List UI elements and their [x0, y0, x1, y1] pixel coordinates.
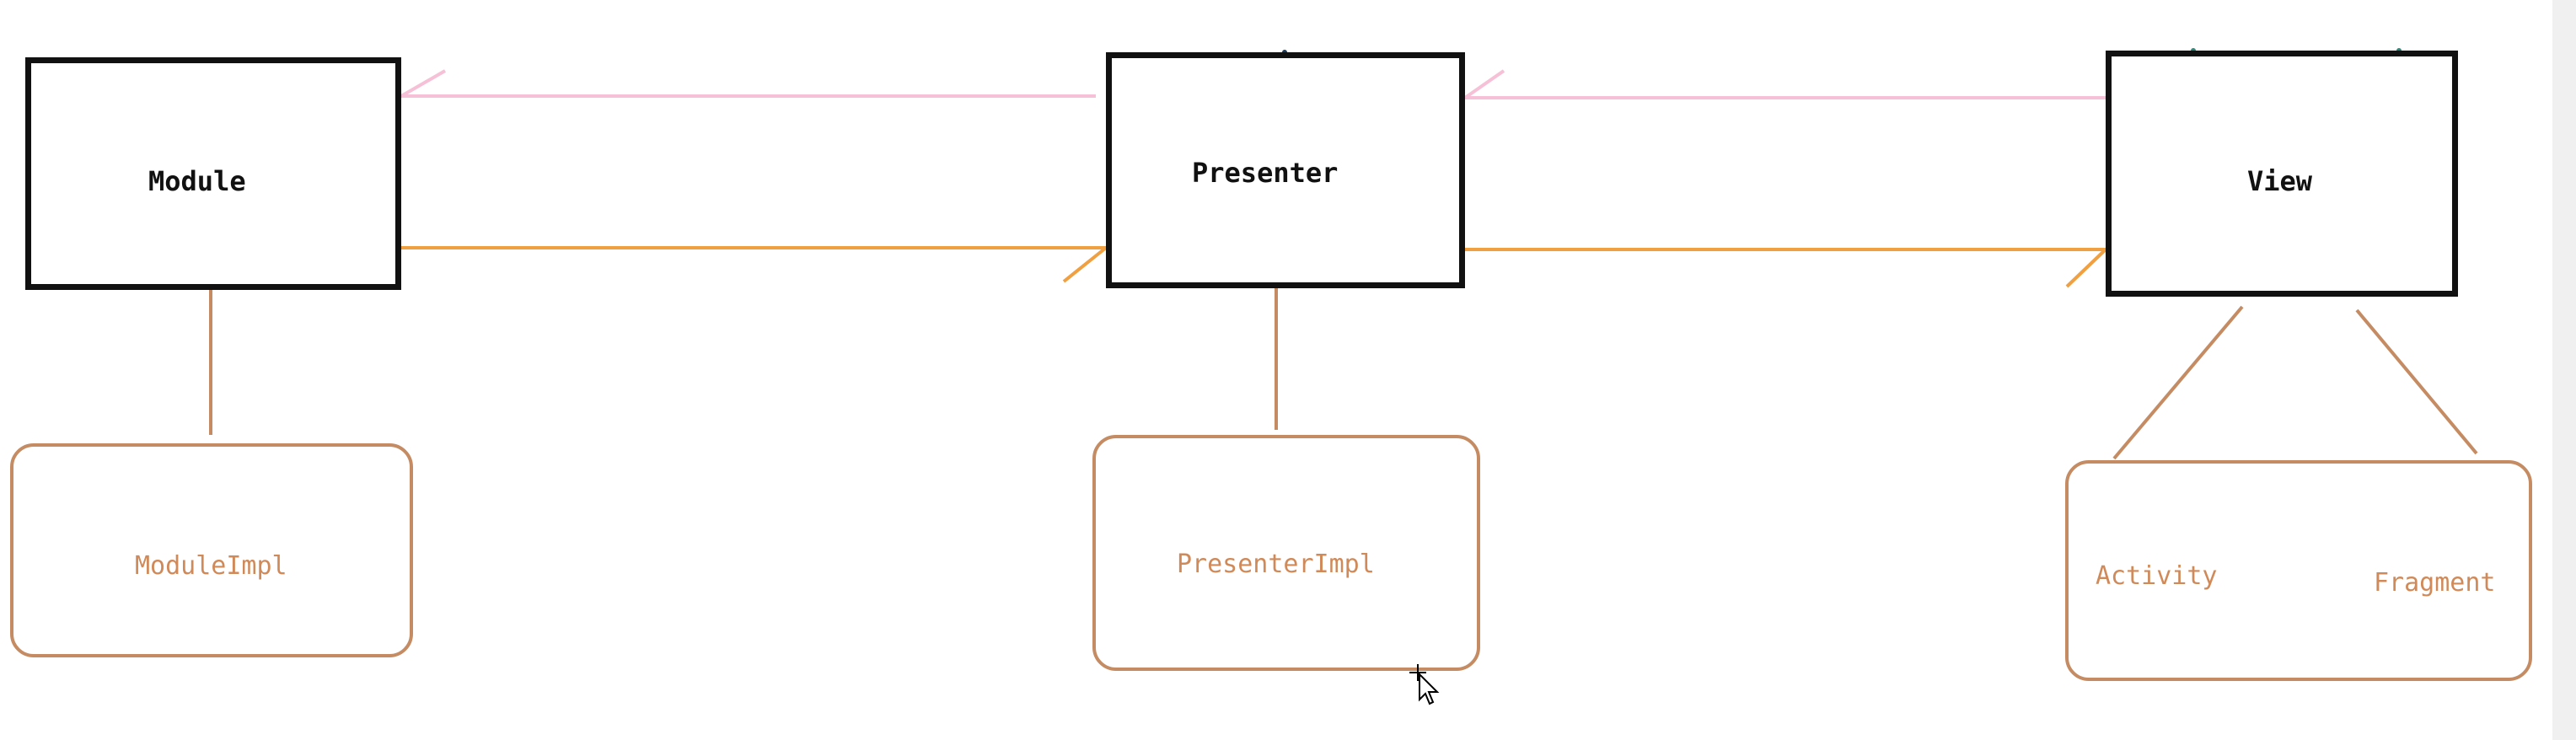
view-impl-box[interactable]	[2065, 460, 2532, 681]
module-box[interactable]	[25, 57, 401, 290]
presenterimpl-box[interactable]	[1092, 435, 1480, 671]
presenterimpl-label: PresenterImpl	[1177, 550, 1375, 579]
arrow-presenter-to-view	[1465, 248, 2107, 288]
view-label: View	[2247, 165, 2313, 197]
moduleimpl-box[interactable]	[10, 443, 413, 657]
arrow-module-to-presenter	[401, 246, 1108, 283]
moduleimpl-label: ModuleImpl	[135, 551, 287, 581]
arrow-presenter-to-module	[400, 69, 1096, 98]
mouse-cursor-icon	[1409, 664, 1440, 705]
fragment-label: Fragment	[2374, 568, 2496, 598]
arrow-view-to-presenter	[1463, 69, 2107, 99]
line-view-to-fragment	[2355, 308, 2478, 455]
activity-label: Activity	[2096, 561, 2218, 591]
module-label: Module	[148, 165, 246, 197]
line-view-to-activity	[2112, 305, 2244, 460]
presenter-box[interactable]	[1106, 52, 1465, 288]
scrollbar-track[interactable]	[2552, 0, 2576, 740]
presenter-label: Presenter	[1192, 157, 1339, 189]
view-box[interactable]	[2106, 51, 2458, 297]
